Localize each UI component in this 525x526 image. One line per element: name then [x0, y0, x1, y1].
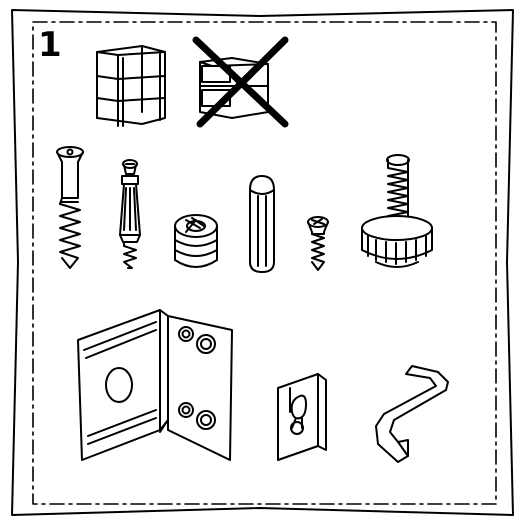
inner-dashed-border: [32, 21, 497, 505]
long-screw-icon: [56, 146, 84, 269]
step-number: 1: [38, 25, 62, 65]
cam-bolt-icon: [119, 159, 141, 269]
adjustable-foot-icon: [361, 154, 433, 268]
shelf-with-drawers-crossed-icon: [192, 36, 289, 128]
corner-bracket-icon: [77, 309, 233, 461]
cam-lock-nut-icon: [174, 214, 218, 268]
wall-hanger-plate-icon: [277, 373, 327, 461]
wooden-dowel-icon: [249, 175, 275, 273]
open-shelf-unit-icon: [96, 45, 166, 127]
allen-key-icon: [375, 365, 449, 463]
short-screw-icon: [307, 216, 329, 271]
outer-frame: [11, 9, 514, 516]
